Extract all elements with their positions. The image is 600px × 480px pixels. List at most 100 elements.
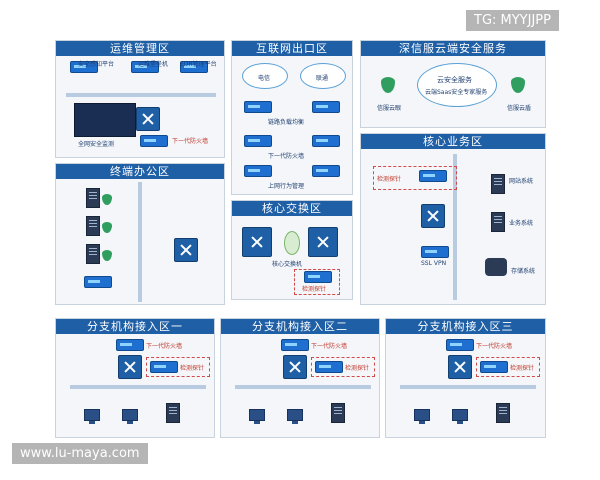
firewall-icon bbox=[281, 339, 309, 351]
zone-branch-3: 分支机构接入区三 下一代防火墙 检测探针 bbox=[385, 318, 546, 438]
workstation-icon bbox=[86, 244, 100, 264]
pc-icon bbox=[249, 409, 265, 424]
probe-icon bbox=[315, 361, 343, 373]
label-sip: 安全感知平台 bbox=[78, 61, 115, 68]
zone-core-biz: 核心业务区 检测探针 网站系统 业务系统 SSL VPN 存储系统 bbox=[360, 133, 546, 305]
label-vpn: SSL VPN bbox=[421, 260, 447, 267]
bus-line bbox=[138, 182, 142, 302]
probe-icon bbox=[480, 361, 508, 373]
label-biz: 业务系统 bbox=[509, 220, 534, 227]
zone-cloud: 深信服云端安全服务 信服云眼 云安全服务 云端Saas安全专家服务 信服云盾 bbox=[360, 40, 546, 128]
firewall-icon bbox=[446, 339, 474, 351]
edr-agent-icon bbox=[102, 194, 112, 205]
load-balancer-icon bbox=[312, 101, 340, 113]
pc-icon bbox=[452, 409, 468, 424]
label-ngfw: 下一代防火墙 bbox=[268, 153, 305, 160]
bus-line bbox=[235, 385, 371, 389]
probe-box bbox=[311, 357, 375, 377]
server-icon bbox=[331, 403, 345, 423]
load-balancer-icon bbox=[244, 101, 272, 113]
core-switch-icon bbox=[242, 227, 272, 257]
firewall-icon bbox=[244, 135, 272, 147]
probe-icon bbox=[304, 271, 332, 283]
edr-agent-icon bbox=[102, 250, 112, 261]
server-icon bbox=[491, 212, 505, 232]
switch-icon bbox=[136, 107, 160, 131]
zone-core-switch: 核心交换区 核心交换机 检测探针 bbox=[231, 200, 353, 300]
core-switch-icon bbox=[308, 227, 338, 257]
workstation-icon bbox=[86, 216, 100, 236]
zone-office: 终端办公区 bbox=[55, 163, 225, 305]
switch-icon bbox=[448, 355, 472, 379]
probe-box bbox=[146, 357, 210, 377]
pc-icon bbox=[414, 409, 430, 424]
watermark-top-right: TG: MYYJJPP bbox=[466, 10, 559, 31]
probe-icon bbox=[150, 361, 178, 373]
server-icon bbox=[166, 403, 180, 423]
label-bastion: 运维堡垒机 bbox=[138, 61, 169, 68]
label-lb: 链路负载均衡 bbox=[268, 119, 305, 126]
cloud-icon bbox=[300, 63, 346, 89]
bus-line bbox=[70, 385, 206, 389]
probe-icon bbox=[419, 170, 447, 182]
pc-icon bbox=[84, 409, 100, 424]
cloud-icon bbox=[242, 63, 288, 89]
label-ngfw: 下一代防火墙 bbox=[172, 138, 209, 145]
workstation-icon bbox=[86, 188, 100, 208]
zone-internet: 互联网出口区 电信 联通 链路负载均衡 下一代防火墙 上网行为管理 bbox=[231, 40, 353, 195]
label-edr: EDR管理平台 bbox=[180, 61, 217, 68]
label-ngfw: 下一代防火墙 bbox=[476, 343, 513, 350]
label-ngfw: 下一代防火墙 bbox=[311, 343, 348, 350]
zone-title: 分支机构接入区三 bbox=[386, 319, 545, 334]
zone-title: 终端办公区 bbox=[56, 164, 224, 179]
probe-box bbox=[373, 166, 457, 190]
bus-line bbox=[66, 93, 216, 97]
label-storage: 存储系统 bbox=[511, 268, 536, 275]
behavior-mgmt-icon bbox=[312, 165, 340, 177]
zone-title: 深信服云端安全服务 bbox=[361, 41, 545, 56]
firewall-icon bbox=[312, 135, 340, 147]
probe-box bbox=[476, 357, 540, 377]
zone-title: 分支机构接入区一 bbox=[56, 319, 214, 334]
cloud-eye-icon bbox=[381, 77, 395, 93]
label-probe: 检测探针 bbox=[377, 176, 402, 183]
switch-icon bbox=[283, 355, 307, 379]
firewall-icon bbox=[140, 135, 168, 147]
label-ngfw: 下一代防火墙 bbox=[146, 343, 183, 350]
zone-title: 运维管理区 bbox=[56, 41, 224, 56]
watermark-bottom-left: www.lu-maya.com bbox=[12, 443, 148, 464]
pc-icon bbox=[287, 409, 303, 424]
ssl-vpn-icon bbox=[421, 246, 449, 258]
bus-line bbox=[453, 154, 457, 300]
probe-box bbox=[294, 269, 340, 295]
label-telecom: 电信 bbox=[258, 75, 271, 82]
label-core-switch: 核心交换机 bbox=[272, 261, 303, 268]
cloud-service-icon bbox=[417, 63, 497, 107]
server-icon bbox=[496, 403, 510, 423]
monitor-screen-icon bbox=[74, 103, 136, 137]
zone-title: 分支机构接入区二 bbox=[221, 319, 379, 334]
server-icon bbox=[491, 174, 505, 194]
label-probe: 检测探针 bbox=[302, 286, 327, 293]
pc-icon bbox=[122, 409, 138, 424]
firewall-icon bbox=[116, 339, 144, 351]
switch-icon bbox=[118, 355, 142, 379]
label-web: 网站系统 bbox=[509, 178, 534, 185]
switch-icon bbox=[174, 238, 198, 262]
label-unicom: 联通 bbox=[316, 75, 329, 82]
behavior-mgmt-icon bbox=[244, 165, 272, 177]
edr-agent-icon bbox=[102, 222, 112, 233]
label-probe: 检测探针 bbox=[180, 365, 205, 372]
link-oval bbox=[284, 231, 300, 255]
zone-title: 互联网出口区 bbox=[232, 41, 352, 56]
label-monitor: 全网安全监测 bbox=[78, 141, 115, 148]
label-cloud-eye: 信服云眼 bbox=[377, 105, 402, 112]
zone-title: 核心业务区 bbox=[361, 134, 545, 149]
wireless-ap-icon bbox=[84, 276, 112, 288]
switch-icon bbox=[421, 204, 445, 228]
label-cloud-shield: 信服云盾 bbox=[507, 105, 532, 112]
label-probe: 检测探针 bbox=[345, 365, 370, 372]
zone-ops: 运维管理区 安全感知平台 运维堡垒机 EDR管理平台 全网安全监测 下一代防火墙 bbox=[55, 40, 225, 158]
cloud-shield-icon bbox=[511, 77, 525, 93]
firewall-icon bbox=[180, 61, 208, 73]
